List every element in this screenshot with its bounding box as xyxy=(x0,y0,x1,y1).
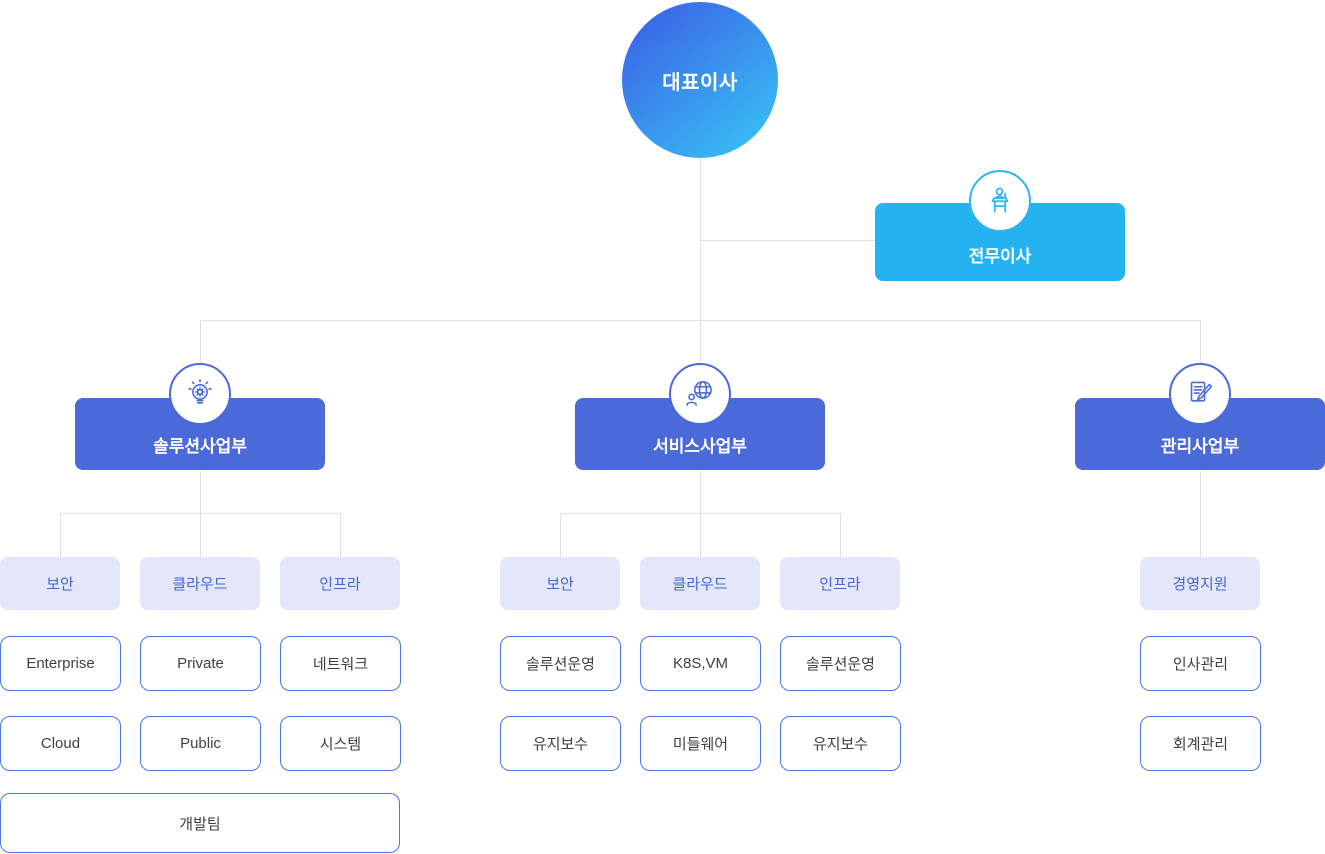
member-label: 솔루션운영 xyxy=(805,656,875,673)
member-node: Enterprise xyxy=(0,636,121,691)
member-label: 인사관리 xyxy=(1172,656,1229,673)
division-management-label: 관리사업부 xyxy=(1160,437,1240,456)
team-node: 인프라 xyxy=(280,557,400,610)
globe-user-icon xyxy=(669,363,731,425)
executive-label: 전무이사 xyxy=(968,247,1032,266)
connector-divisions-horizontal xyxy=(200,320,1200,321)
member-node: Cloud xyxy=(0,716,121,771)
member-label: K8S,VM xyxy=(672,655,729,672)
member-node: K8S,VM xyxy=(640,636,761,691)
connector-team-drop xyxy=(840,513,841,557)
member-node: 유지보수 xyxy=(500,716,621,771)
connector-solutions-down xyxy=(200,470,201,513)
member-node: 솔루션운영 xyxy=(780,636,901,691)
connector-management-drop xyxy=(1200,320,1201,364)
team-label: 클라우드 xyxy=(672,576,728,593)
member-label: Cloud xyxy=(40,735,81,752)
ceo-label: 대표이사 xyxy=(662,71,738,94)
podium-speaker-icon xyxy=(969,170,1031,232)
team-node: 보안 xyxy=(0,557,120,610)
team-label: 인프라 xyxy=(319,576,361,593)
member-label: 네트워크 xyxy=(312,656,369,673)
division-services-label: 서비스사업부 xyxy=(653,437,747,456)
member-node: 회계관리 xyxy=(1140,716,1261,771)
division-management-node: 관리사업부 xyxy=(1075,398,1325,470)
member-node: 유지보수 xyxy=(780,716,901,771)
connector-team-drop xyxy=(60,513,61,557)
member-node: 인사관리 xyxy=(1140,636,1261,691)
member-node: 네트워크 xyxy=(280,636,401,691)
connector-solutions-drop xyxy=(200,320,201,364)
team-label: 경영지원 xyxy=(1172,576,1228,593)
member-label: 시스템 xyxy=(319,736,362,753)
document-pen-icon xyxy=(1169,363,1231,425)
division-solutions-label: 솔루션사업부 xyxy=(153,437,247,456)
connector-ceo-vertical xyxy=(700,157,701,364)
connector-team-drop xyxy=(560,513,561,557)
member-label: 개발팀 xyxy=(179,815,221,833)
member-node: Private xyxy=(140,636,261,691)
team-node: 보안 xyxy=(500,557,620,610)
team-node: 클라우드 xyxy=(140,557,260,610)
member-node: 솔루션운영 xyxy=(500,636,621,691)
member-label: 회계관리 xyxy=(1172,736,1229,753)
connector-team-drop xyxy=(340,513,341,557)
connector-team-drop xyxy=(700,513,701,557)
connector-executive-branch xyxy=(700,240,875,241)
member-label: Enterprise xyxy=(26,655,95,672)
team-node: 인프라 xyxy=(780,557,900,610)
team-label: 보안 xyxy=(46,576,74,593)
team-label: 보안 xyxy=(546,576,574,593)
connector-services-down xyxy=(700,470,701,513)
member-label: 솔루션운영 xyxy=(525,656,595,673)
member-node: Public xyxy=(140,716,261,771)
member-label: Private xyxy=(177,655,224,672)
connector-management-down xyxy=(1200,470,1201,557)
team-label: 인프라 xyxy=(819,576,861,593)
team-label: 클라우드 xyxy=(172,576,228,593)
dev-team-node: 개발팀 xyxy=(0,793,400,853)
member-node: 시스템 xyxy=(280,716,401,771)
member-label: 유지보수 xyxy=(812,736,869,753)
member-label: Public xyxy=(180,735,221,752)
team-node: 경영지원 xyxy=(1140,557,1260,610)
connector-team-drop xyxy=(200,513,201,557)
lightbulb-gear-icon xyxy=(169,363,231,425)
ceo-node: 대표이사 xyxy=(622,2,778,158)
member-node: 미들웨어 xyxy=(640,716,761,771)
member-label: 미들웨어 xyxy=(672,736,729,753)
member-label: 유지보수 xyxy=(532,736,589,753)
team-node: 클라우드 xyxy=(640,557,760,610)
